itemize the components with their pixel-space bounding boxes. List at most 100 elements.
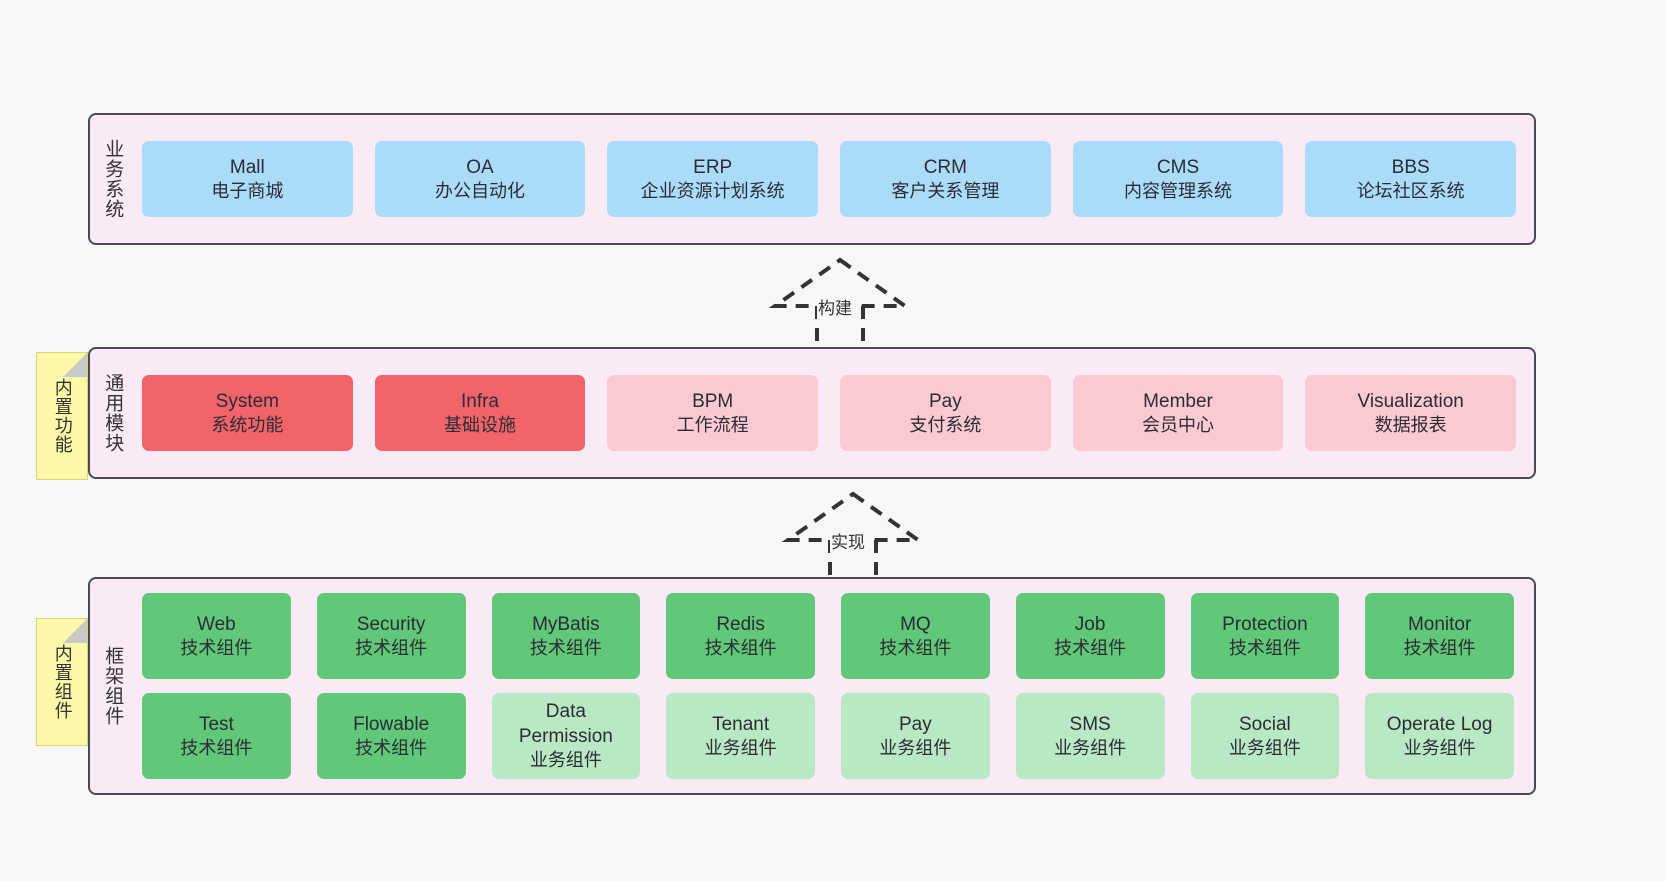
card-title: CRM xyxy=(923,156,967,178)
card-title: Operate Log xyxy=(1386,713,1493,735)
layer-body-business: Mall 电子商城 OA 办公自动化 ERP 企业资源计划系统 CRM 客户关系… xyxy=(134,115,1534,243)
module-card-visualization[interactable]: Visualization 数据报表 xyxy=(1305,375,1517,451)
card-title: Job xyxy=(1074,613,1106,635)
module-card-system[interactable]: System 系统功能 xyxy=(142,375,353,451)
card-subtitle: 工作流程 xyxy=(676,414,749,435)
card-title: Social xyxy=(1239,713,1291,735)
component-card-operate-log[interactable]: Operate Log 业务组件 xyxy=(1365,693,1514,779)
card-title: CMS xyxy=(1156,156,1200,178)
card-title: SMS xyxy=(1069,713,1111,735)
card-subtitle: 业务组件 xyxy=(529,750,602,771)
card-subtitle: 业务组件 xyxy=(704,737,777,758)
card-title: Pay xyxy=(928,390,962,412)
system-card-erp[interactable]: ERP 企业资源计划系统 xyxy=(607,141,819,217)
component-card-protection[interactable]: Protection 技术组件 xyxy=(1190,593,1340,679)
card-subtitle: 业务组件 xyxy=(1054,737,1127,758)
arrow-label-build: 构建 xyxy=(817,294,853,319)
layer-common-modules: 通用模块 System 系统功能 Infra 基础设施 BPM 工作流程 Pay… xyxy=(88,347,1536,479)
component-card-monitor[interactable]: Monitor 技术组件 xyxy=(1365,593,1514,679)
card-title: BBS xyxy=(1391,156,1430,178)
card-title: Monitor xyxy=(1407,613,1472,635)
card-subtitle: 论坛社区系统 xyxy=(1356,180,1465,201)
card-subtitle: 办公自动化 xyxy=(435,180,525,201)
component-card-job[interactable]: Job 技术组件 xyxy=(1015,593,1165,679)
layer-label-business: 业务系统 xyxy=(102,139,124,219)
system-card-mall[interactable]: Mall 电子商城 xyxy=(142,141,353,217)
card-subtitle: 电子商城 xyxy=(211,180,284,201)
card-title: Member xyxy=(1143,390,1213,412)
card-row: System 系统功能 Infra 基础设施 BPM 工作流程 Pay 支付系统… xyxy=(142,375,1517,451)
card-subtitle: 客户关系管理 xyxy=(891,180,1000,201)
card-subtitle: 技术组件 xyxy=(180,737,253,758)
card-row: Web 技术组件 Security 技术组件 MyBatis 技术组件 Redi… xyxy=(142,593,1514,679)
card-title: Redis xyxy=(716,613,765,635)
card-title: BPM xyxy=(692,390,734,412)
module-card-member[interactable]: Member 会员中心 xyxy=(1072,375,1284,451)
card-subtitle: 技术组件 xyxy=(1228,637,1301,658)
card-subtitle: 会员中心 xyxy=(1142,414,1215,435)
card-subtitle: 内容管理系统 xyxy=(1124,180,1233,201)
card-subtitle: 业务组件 xyxy=(879,737,952,758)
card-title: Visualization xyxy=(1357,390,1464,412)
card-title: ERP xyxy=(693,156,733,178)
component-card-security[interactable]: Security 技术组件 xyxy=(316,593,466,679)
component-card-test[interactable]: Test 技术组件 xyxy=(142,693,291,779)
card-subtitle: 支付系统 xyxy=(909,414,982,435)
system-card-bbs[interactable]: BBS 论坛社区系统 xyxy=(1305,141,1517,217)
card-subtitle: 业务组件 xyxy=(1403,737,1476,758)
component-card-sms[interactable]: SMS 业务组件 xyxy=(1015,693,1165,779)
system-card-oa[interactable]: OA 办公自动化 xyxy=(374,141,586,217)
card-subtitle: 技术组件 xyxy=(1403,637,1476,658)
card-title: Protection xyxy=(1222,613,1308,635)
card-row: Mall 电子商城 OA 办公自动化 ERP 企业资源计划系统 CRM 客户关系… xyxy=(142,141,1517,217)
card-title: Flowable xyxy=(353,713,430,735)
component-card-mq[interactable]: MQ 技术组件 xyxy=(841,593,990,679)
system-card-crm[interactable]: CRM 客户关系管理 xyxy=(840,141,1051,217)
card-subtitle: 技术组件 xyxy=(355,637,428,658)
card-title: Infra xyxy=(460,390,500,412)
component-card-social[interactable]: Social 业务组件 xyxy=(1190,693,1340,779)
layer-body-modules: System 系统功能 Infra 基础设施 BPM 工作流程 Pay 支付系统… xyxy=(134,349,1534,477)
card-title: Mall xyxy=(229,156,265,178)
card-row: Test 技术组件 Flowable 技术组件 Data Permission … xyxy=(142,693,1514,779)
card-title: Pay xyxy=(899,713,932,735)
arrow-label-realize: 实现 xyxy=(830,528,866,553)
module-card-infra[interactable]: Infra 基础设施 xyxy=(374,375,586,451)
card-subtitle: 企业资源计划系统 xyxy=(640,180,785,201)
layer-business-systems: 业务系统 Mall 电子商城 OA 办公自动化 ERP 企业资源计划系统 CRM… xyxy=(88,113,1536,245)
card-title: MQ xyxy=(900,613,931,635)
component-card-redis[interactable]: Redis 技术组件 xyxy=(666,593,815,679)
card-title: MyBatis xyxy=(532,613,600,635)
component-card-flowable[interactable]: Flowable 技术组件 xyxy=(316,693,466,779)
card-subtitle: 系统功能 xyxy=(211,414,284,435)
sticky-note-builtin-components: 内置组件 xyxy=(36,618,88,746)
card-subtitle: 技术组件 xyxy=(1054,637,1127,658)
component-card-pay[interactable]: Pay 业务组件 xyxy=(841,693,990,779)
card-title: OA xyxy=(466,156,494,178)
component-card-tenant[interactable]: Tenant 业务组件 xyxy=(666,693,815,779)
card-subtitle: 技术组件 xyxy=(704,637,777,658)
component-card-mybatis[interactable]: MyBatis 技术组件 xyxy=(491,593,641,679)
component-card-data-permission[interactable]: Data Permission 业务组件 xyxy=(491,693,641,779)
system-card-cms[interactable]: CMS 内容管理系统 xyxy=(1072,141,1284,217)
module-card-pay[interactable]: Pay 支付系统 xyxy=(840,375,1051,451)
card-subtitle: 数据报表 xyxy=(1374,414,1447,435)
card-title: Web xyxy=(197,613,236,635)
module-card-bpm[interactable]: BPM 工作流程 xyxy=(607,375,819,451)
card-title: Tenant xyxy=(712,713,770,735)
card-subtitle: 基础设施 xyxy=(444,414,516,435)
card-subtitle: 技术组件 xyxy=(180,637,253,658)
layer-label-framework: 框架组件 xyxy=(102,646,124,726)
card-subtitle: 技术组件 xyxy=(355,737,428,758)
layer-framework-components: 框架组件 Web 技术组件 Security 技术组件 MyBatis 技术组件… xyxy=(88,577,1536,795)
card-subtitle: 业务组件 xyxy=(1228,737,1301,758)
layer-label-modules: 通用模块 xyxy=(102,373,124,453)
card-subtitle: 技术组件 xyxy=(879,637,952,658)
generalization-arrow-build: 构建 xyxy=(755,254,925,354)
card-title: Test xyxy=(198,713,234,735)
card-title: System xyxy=(215,390,280,412)
generalization-arrow-realize: 实现 xyxy=(768,488,938,588)
card-title: Security xyxy=(356,613,426,635)
component-card-web[interactable]: Web 技术组件 xyxy=(142,593,291,679)
card-subtitle: 技术组件 xyxy=(529,637,602,658)
